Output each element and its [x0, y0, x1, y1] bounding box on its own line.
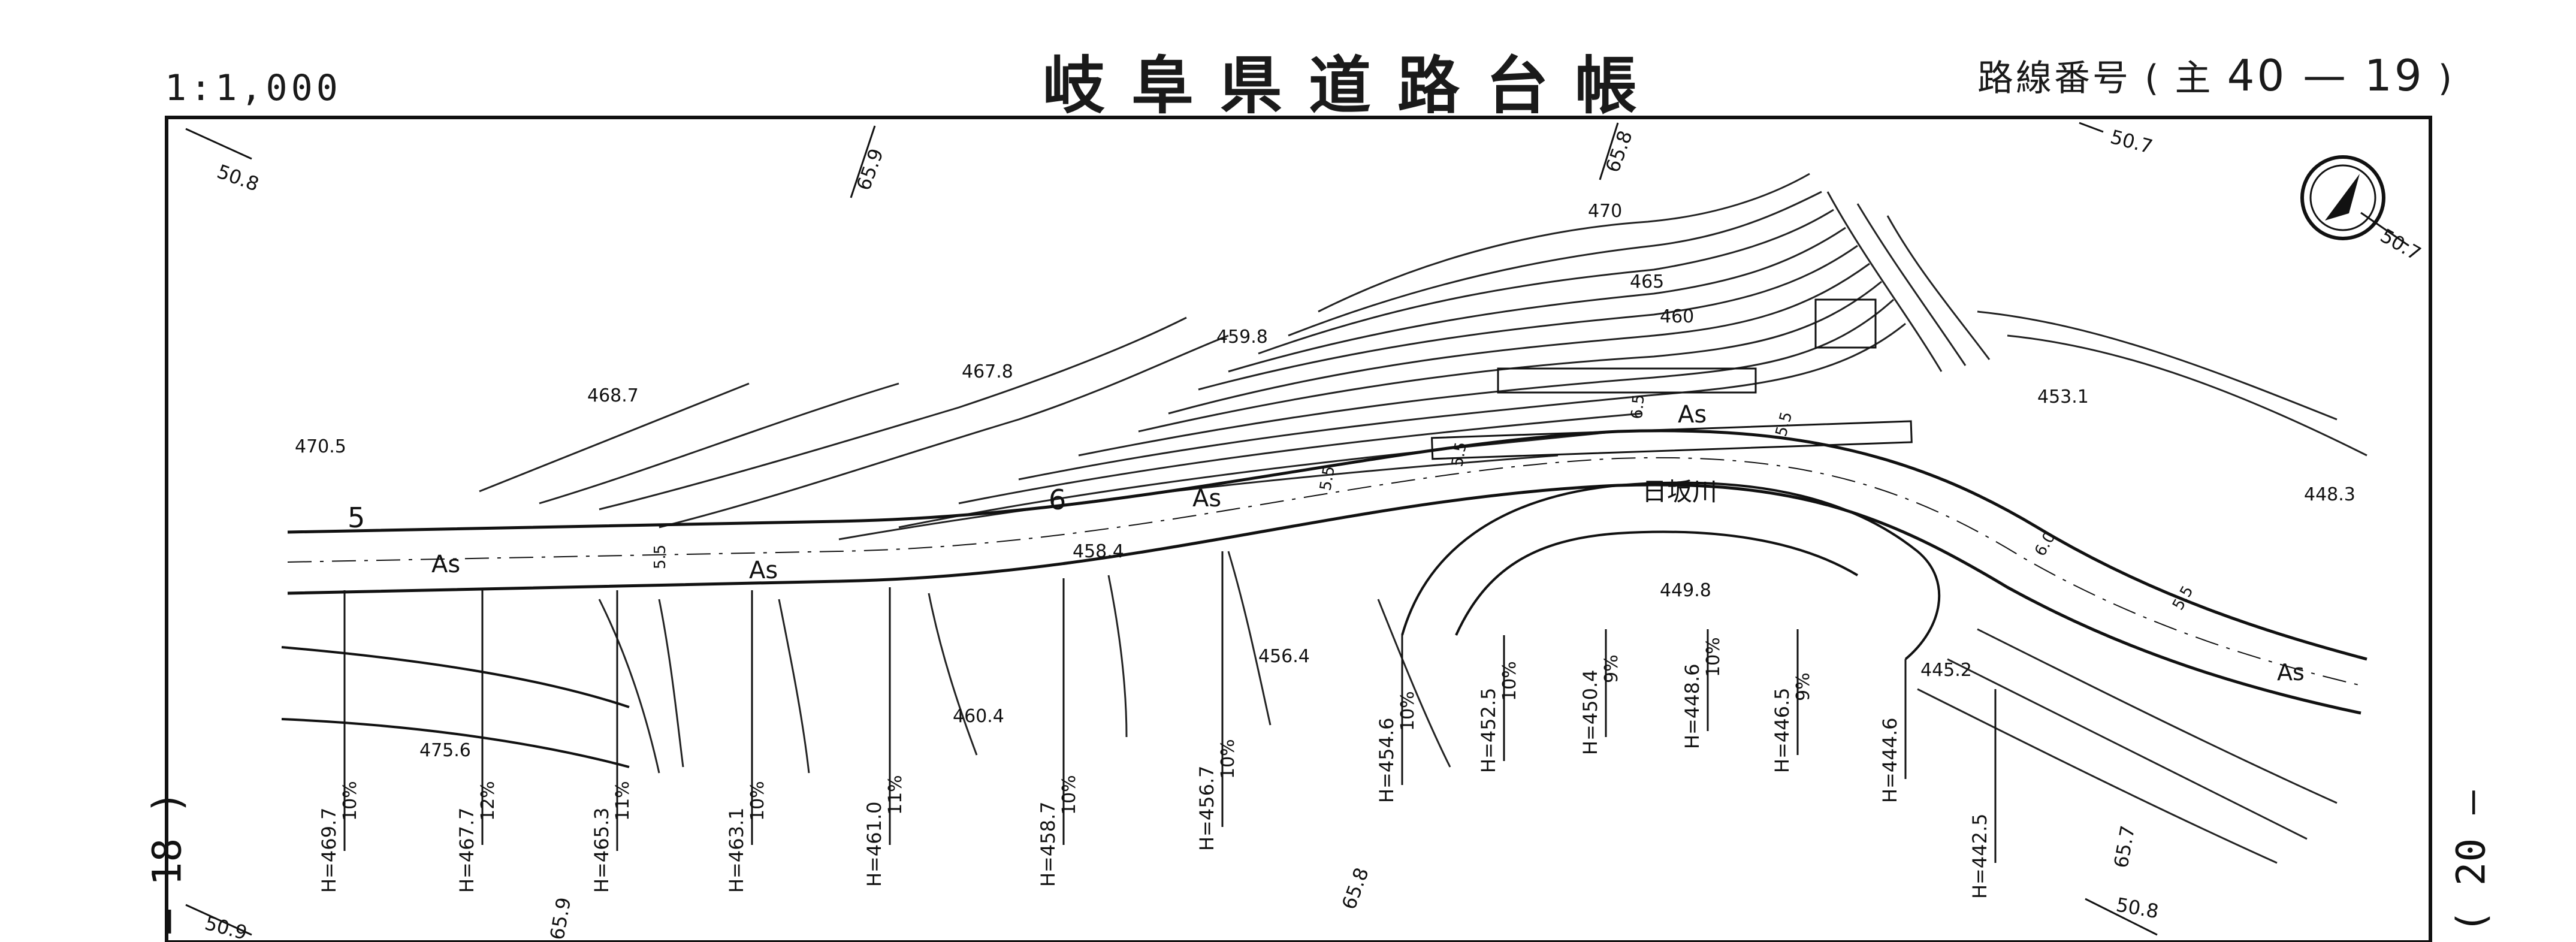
river	[281, 481, 1941, 768]
spot-elevation: 467.8	[962, 361, 1013, 382]
width-label: 6.5	[1628, 394, 1648, 420]
route-prefix: 路線番号 ( 主	[1977, 58, 2213, 99]
spot-elevation: 470.5	[295, 436, 346, 457]
profile-lines	[343, 551, 1997, 863]
grid-label: 50.8	[2115, 893, 2161, 923]
grid-ticks	[185, 122, 2409, 936]
profile-grade: 11%	[885, 775, 906, 815]
width-label: 5.5	[651, 545, 669, 569]
profile-elevation: H=448.6	[1681, 664, 1704, 749]
map-title: 岐阜県道路台帳	[1043, 49, 1664, 122]
scale-label: 1:1,000	[165, 67, 342, 109]
profile-elevation: H=444.6	[1879, 718, 1901, 803]
map-frame	[165, 116, 2432, 942]
profile-elevation: H=442.5	[1968, 814, 1991, 899]
profile-grade: 10%	[1703, 637, 1724, 677]
retaining-wall	[1431, 298, 1913, 460]
spot-elevation: 460.4	[953, 706, 1004, 727]
spot-elevation: 445.2	[1920, 660, 1972, 681]
grid-label: 50.8	[214, 160, 262, 196]
route-number: 路線番号 ( 主 40 — 19 )	[1977, 49, 2454, 101]
station-label: 6	[1049, 484, 1066, 516]
grid-label: 65.9	[852, 146, 888, 194]
profile-grade: 10%	[1397, 691, 1418, 731]
grid-label: 50.7	[2376, 224, 2425, 265]
width-label: 5.5	[1772, 410, 1796, 439]
profile-grade: 9%	[1793, 672, 1814, 701]
contour-label: 465	[1630, 271, 1664, 292]
grid-label: 65.8	[1601, 128, 1637, 176]
profile-grade: 11%	[612, 781, 633, 821]
profile-grade: 9%	[1601, 654, 1622, 683]
surface-label: As	[2277, 659, 2305, 686]
profile-grade: 10%	[1218, 739, 1239, 779]
profile-grade: 10%	[340, 781, 361, 821]
spot-elevation: 459.8	[1216, 327, 1268, 348]
grid-label: 50.7	[2108, 125, 2155, 158]
route-number-value: 40 — 19	[2227, 50, 2424, 101]
spot-elevation: 456.4	[1258, 646, 1310, 667]
profile-elevation: H=452.5	[1477, 688, 1500, 773]
profile-elevation: H=456.7	[1195, 766, 1218, 851]
north-arrow-icon	[2300, 155, 2385, 240]
profile-elevation: H=463.1	[725, 808, 748, 893]
spot-elevation: 475.6	[419, 740, 471, 761]
spot-elevation: 449.8	[1660, 580, 1711, 601]
width-label: 5.5	[1448, 440, 1470, 468]
profile-elevation: H=469.7	[318, 808, 340, 893]
contour-label: 470	[1588, 201, 1622, 222]
profile-elevation: H=454.6	[1375, 718, 1398, 803]
grid-label: 65.7	[2109, 824, 2139, 870]
grid-label: 65.9	[545, 896, 575, 942]
road-route-40	[287, 429, 2367, 715]
profile-elevation: H=450.4	[1579, 670, 1602, 755]
profile-elevation: H=467.7	[455, 808, 478, 893]
profile-grade: 12%	[478, 781, 499, 821]
profile-grade: 10%	[747, 781, 768, 821]
profile-elevation: H=458.7	[1037, 802, 1059, 887]
spot-elevation: 453.1	[2037, 387, 2089, 407]
profile-elevation: H=461.0	[863, 802, 886, 887]
contour-lines	[479, 173, 2367, 541]
map-labels: 日坂川 As As As As As 5 6 470.5 468.7 467.8…	[203, 125, 2425, 942]
width-label: 5.5	[1316, 464, 1339, 492]
width-label: 6.0	[2031, 529, 2059, 560]
profile-labels: H=469.710%H=467.712%H=465.311%H=463.110%…	[318, 637, 1991, 899]
lower-contour-lines	[598, 551, 2338, 864]
profile-elevation: H=465.3	[590, 808, 613, 893]
width-label: 5.5	[2169, 583, 2197, 614]
spot-elevation: 448.3	[2304, 484, 2355, 505]
profile-elevation: H=446.5	[1771, 688, 1793, 773]
grid-label: 50.9	[203, 911, 250, 942]
profile-grade: 10%	[1059, 775, 1080, 815]
contour-label: 460	[1660, 306, 1694, 327]
spot-elevation: 468.7	[587, 385, 639, 406]
spot-elevation: 458.4	[1073, 541, 1124, 562]
grid-label: 65.8	[1337, 865, 1373, 913]
station-label: 5	[348, 502, 365, 534]
surface-label: As	[1678, 401, 1707, 428]
surface-label: As	[749, 557, 778, 584]
surface-label: As	[1192, 485, 1221, 512]
route-suffix: )	[2438, 58, 2455, 99]
river-name: 日坂川	[1642, 477, 1717, 506]
surface-label: As	[431, 551, 460, 578]
profile-grade: 10%	[1499, 661, 1520, 701]
